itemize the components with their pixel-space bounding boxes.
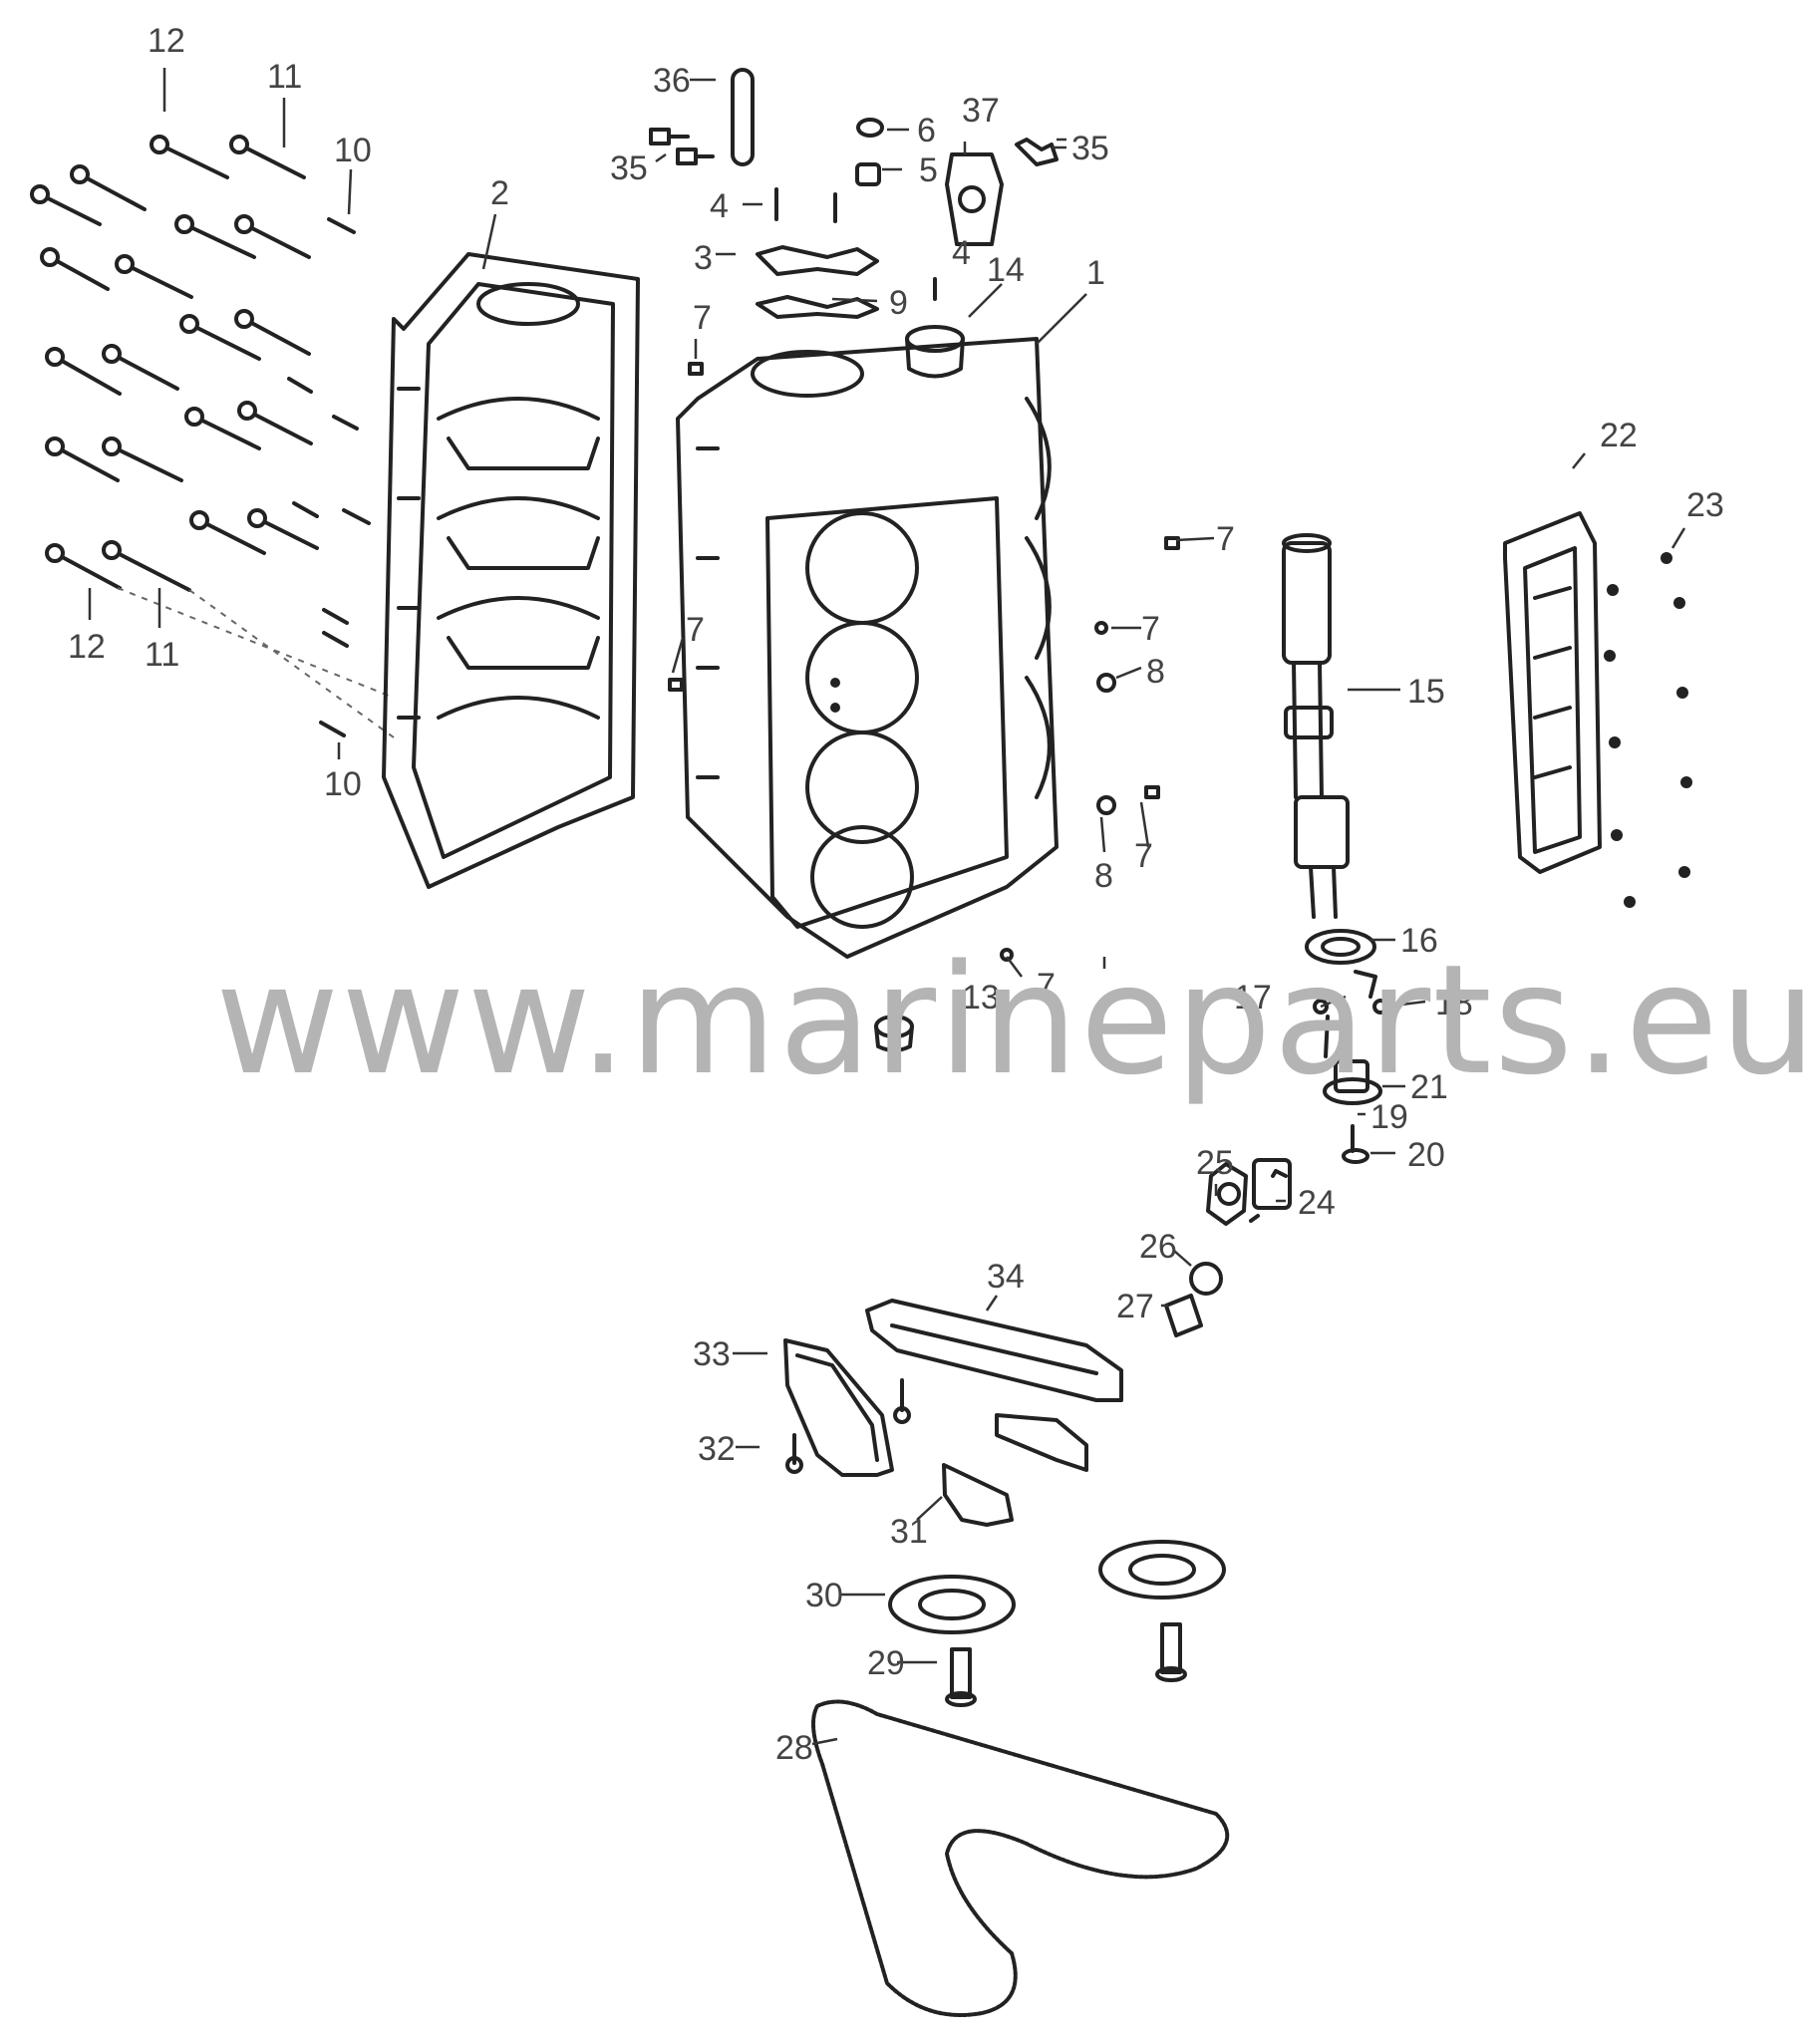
top-small-parts xyxy=(649,68,1180,1052)
callout-7c: 7 xyxy=(1141,610,1160,648)
timing-chain xyxy=(811,1699,1230,2017)
callout-6: 6 xyxy=(917,112,936,149)
callout-30: 30 xyxy=(805,1577,843,1614)
callout-13: 13 xyxy=(962,979,1000,1017)
callout-9: 9 xyxy=(889,284,908,322)
callout-11b: 11 xyxy=(145,636,179,674)
callout-19: 19 xyxy=(1370,1098,1408,1136)
crankcase-cover xyxy=(382,252,640,889)
callout-23: 23 xyxy=(1686,486,1724,524)
callout-26: 26 xyxy=(1139,1228,1177,1266)
cam-sprockets xyxy=(888,1540,1226,1707)
callout-4b: 4 xyxy=(952,234,971,272)
callout-25: 25 xyxy=(1196,1144,1234,1182)
callout-12b: 12 xyxy=(68,628,106,666)
callout-7d: 7 xyxy=(1134,837,1153,875)
callout-28: 28 xyxy=(775,1729,813,1767)
watermark-text: www.marineparts.eu xyxy=(215,932,1819,1108)
callout-8a: 8 xyxy=(1146,653,1165,691)
callout-36: 36 xyxy=(653,62,691,100)
callout-34: 34 xyxy=(987,1258,1025,1296)
callout-20: 20 xyxy=(1407,1136,1445,1174)
cover-screws xyxy=(830,552,1692,908)
callout-17: 17 xyxy=(1234,979,1272,1017)
callout-35a: 35 xyxy=(610,149,648,187)
callout-5: 5 xyxy=(919,151,938,189)
callout-3: 3 xyxy=(694,239,713,277)
callout-29: 29 xyxy=(867,1644,905,1682)
callout-22: 22 xyxy=(1600,417,1638,454)
side-cover-plate xyxy=(1503,511,1602,874)
callout-10a: 10 xyxy=(334,132,372,169)
pump-shaft-assembly xyxy=(1282,533,1388,1164)
callout-33: 33 xyxy=(693,1335,731,1373)
callout-18: 18 xyxy=(1435,985,1473,1022)
callout-16: 16 xyxy=(1400,922,1438,960)
callout-35b: 35 xyxy=(1071,130,1109,167)
callout-27: 27 xyxy=(1116,1288,1154,1325)
callout-8b: 8 xyxy=(1094,857,1113,895)
callout-4a: 4 xyxy=(710,187,729,225)
callout-21: 21 xyxy=(1410,1068,1448,1106)
leader-lines xyxy=(88,68,1686,1746)
bolt-cluster xyxy=(30,135,395,738)
callout-7e: 7 xyxy=(686,611,705,649)
callout-12a: 12 xyxy=(148,22,185,60)
callout-31: 31 xyxy=(890,1513,928,1551)
callout-10b: 10 xyxy=(324,765,362,803)
callout-32: 32 xyxy=(698,1430,736,1468)
callout-11a: 11 xyxy=(267,58,302,96)
callout-14: 14 xyxy=(987,251,1025,289)
timing-parts xyxy=(783,1158,1292,1527)
callout-7a: 7 xyxy=(693,299,712,337)
callout-7b: 7 xyxy=(1216,520,1235,558)
callout-15: 15 xyxy=(1407,673,1445,711)
callout-1: 1 xyxy=(1086,254,1105,292)
callout-24: 24 xyxy=(1298,1184,1336,1222)
callout-7f: 7 xyxy=(1037,967,1056,1005)
callout-labels: 1 2 3 4 4 5 6 7 7 7 7 7 7 8 8 9 10 10 11… xyxy=(68,22,1724,1767)
cylinder-block xyxy=(676,337,1059,959)
callout-2: 2 xyxy=(490,174,509,212)
callout-37: 37 xyxy=(962,92,1000,130)
